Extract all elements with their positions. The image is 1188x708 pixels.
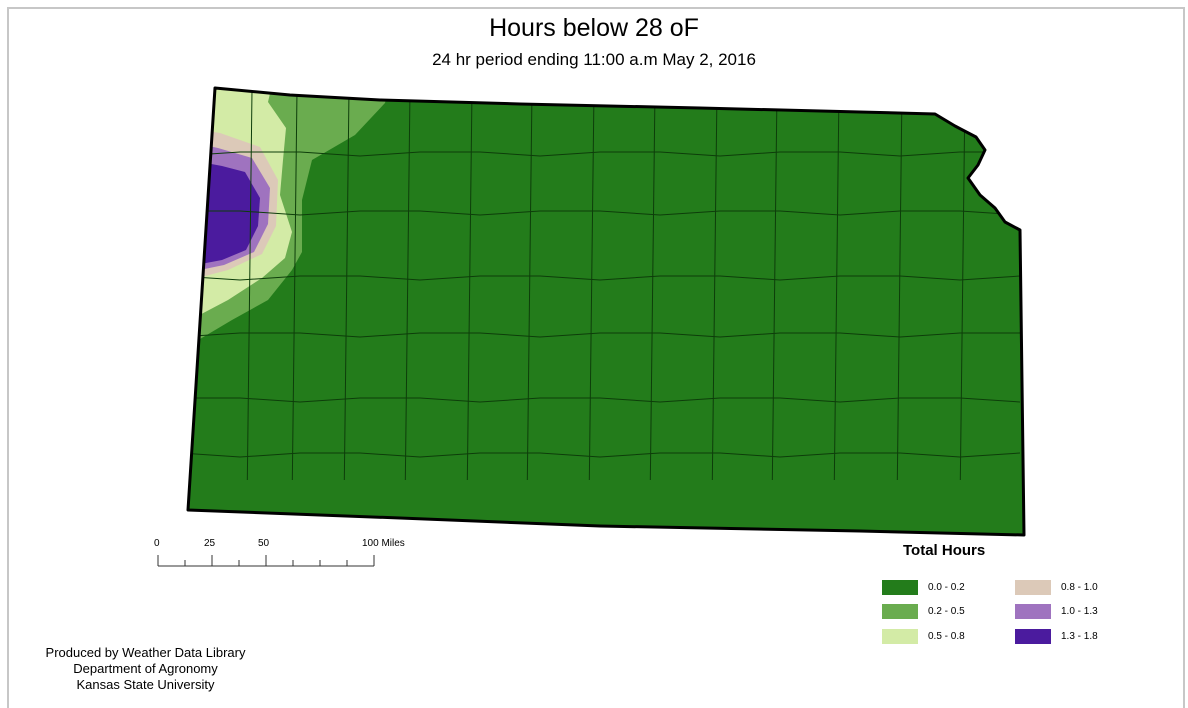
credits: Produced by Weather Data Library Departm… bbox=[18, 645, 273, 693]
legend-swatch bbox=[882, 580, 918, 595]
legend-label: 0.8 - 1.0 bbox=[1061, 582, 1098, 593]
credits-line: Department of Agronomy bbox=[73, 661, 218, 676]
legend-label: 0.5 - 0.8 bbox=[928, 631, 965, 642]
credits-line: Kansas State University bbox=[76, 677, 215, 692]
legend-label: 1.3 - 1.8 bbox=[1061, 631, 1098, 642]
legend-swatch bbox=[1015, 629, 1051, 644]
scale-label-0: 0 bbox=[154, 538, 160, 549]
hours-contours bbox=[188, 88, 1024, 535]
scale-label-50: 50 bbox=[258, 538, 270, 549]
scale-bar bbox=[157, 555, 375, 567]
county-line bbox=[188, 210, 1021, 216]
legend-swatch bbox=[1015, 604, 1051, 619]
legend-label: 0.0 - 0.2 bbox=[928, 582, 965, 593]
scale-label-25: 25 bbox=[204, 538, 216, 549]
county-line bbox=[188, 452, 1021, 462]
zone-0.0-0.2 bbox=[188, 88, 1024, 535]
legend-label: 0.2 - 0.5 bbox=[928, 606, 965, 617]
map-title: Hours below 28 oF bbox=[489, 14, 699, 42]
county-line bbox=[291, 89, 302, 481]
legend-label: 1.0 - 1.3 bbox=[1061, 606, 1098, 617]
legend-title: Total Hours bbox=[903, 542, 986, 559]
state-border bbox=[186, 86, 1026, 537]
county-line bbox=[343, 89, 354, 481]
county-line bbox=[188, 151, 1020, 157]
legend-swatch bbox=[882, 604, 918, 619]
scale-label-100: 100 Miles bbox=[362, 538, 405, 549]
legend-swatch bbox=[882, 629, 918, 644]
county-line bbox=[188, 397, 1021, 406]
map-frame bbox=[7, 7, 1185, 708]
legend-swatch bbox=[1015, 580, 1051, 595]
credits-line: Produced by Weather Data Library bbox=[45, 645, 246, 660]
map-subtitle: 24 hr period ending 11:00 a.m May 2, 201… bbox=[432, 50, 756, 69]
county-line bbox=[246, 89, 257, 481]
county-line bbox=[188, 332, 1020, 340]
county-line bbox=[188, 275, 1021, 282]
